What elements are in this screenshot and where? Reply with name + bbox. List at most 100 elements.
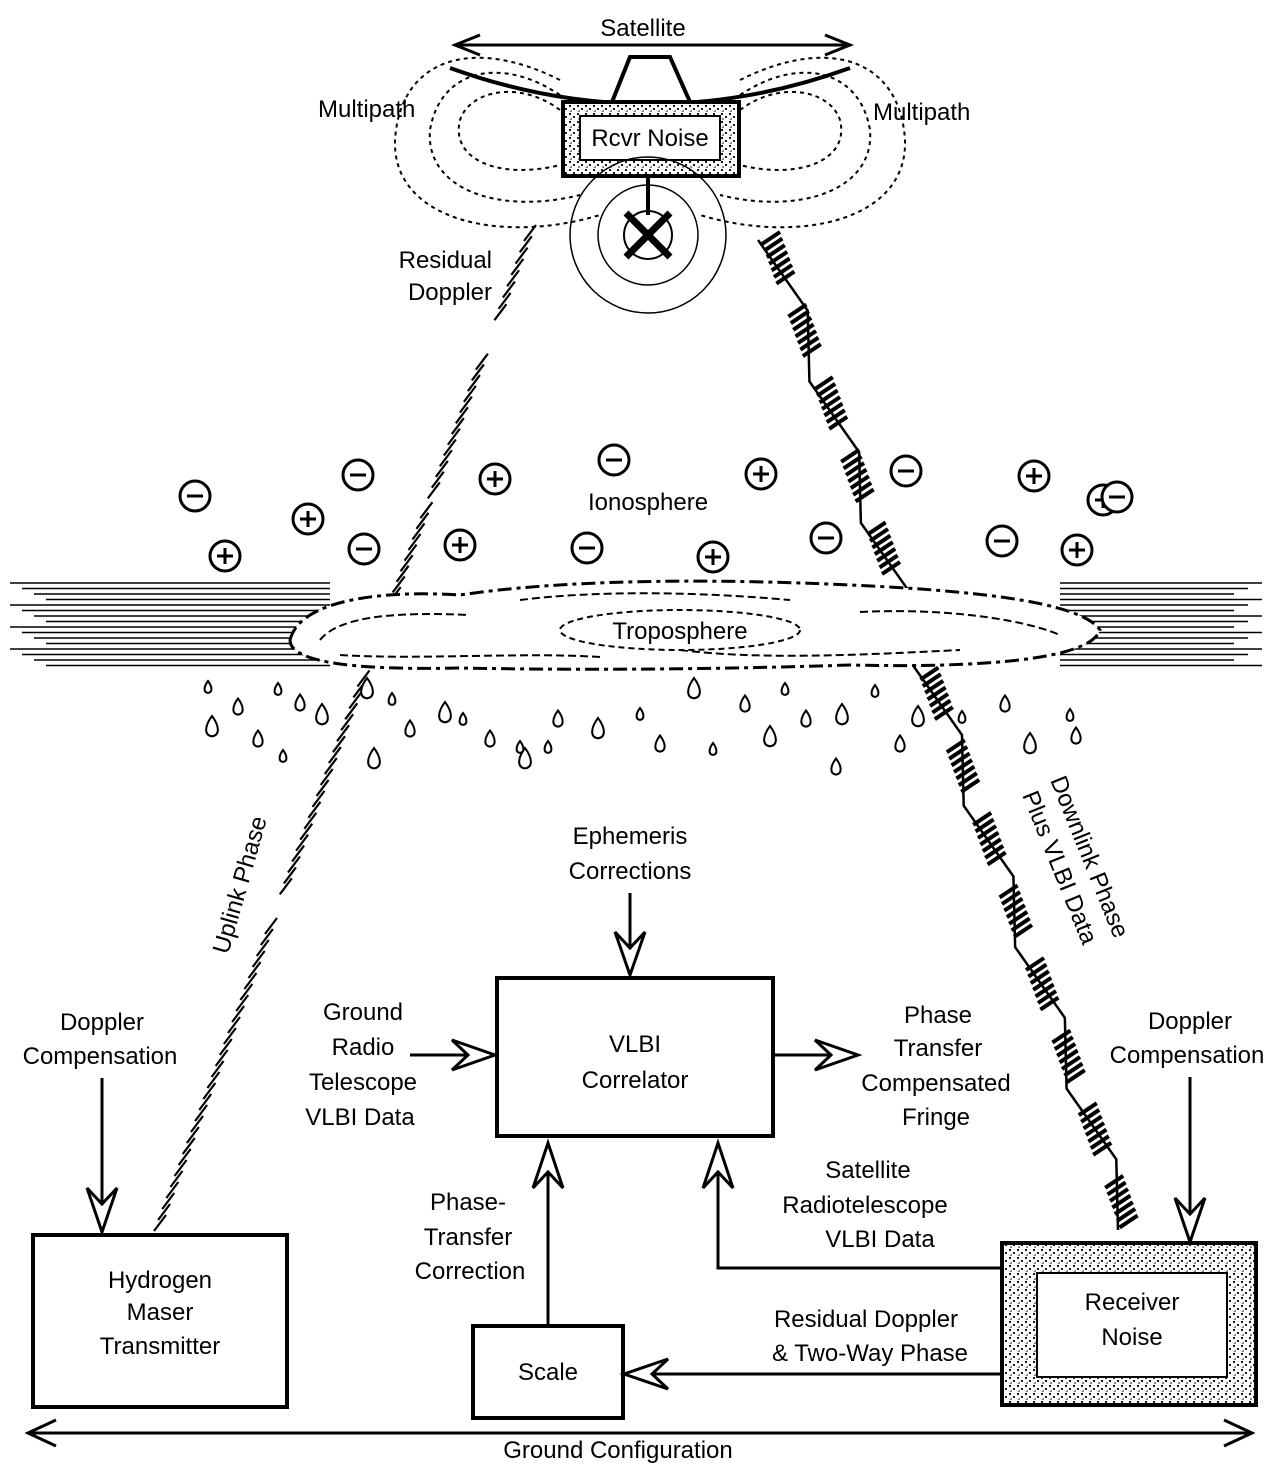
negative-ion-icon — [809, 521, 843, 555]
uplink-hatch — [247, 961, 262, 979]
downlink-hatch — [772, 263, 794, 279]
positive-ion-icon — [478, 462, 512, 496]
uplink-hatch — [411, 522, 426, 541]
downlink-hatch — [1058, 1048, 1079, 1065]
downlink-hatch — [799, 335, 820, 352]
hydrogen-maser-box — [31, 1233, 289, 1409]
phase-transfer-out-line-1: Phase — [904, 1002, 972, 1029]
downlink-hatch — [823, 401, 844, 418]
negative-ion-icon — [570, 531, 604, 565]
downlink-hatch — [972, 811, 993, 827]
ground-config-label: Ground Configuration — [503, 1437, 732, 1464]
downlink-hatch — [787, 302, 808, 319]
troposphere-texture — [319, 592, 1061, 658]
downlink-hatch — [986, 850, 1007, 867]
downlink-hatch — [770, 256, 791, 273]
uplink-hatch — [497, 292, 512, 310]
downlink-hatch — [1056, 1042, 1077, 1058]
ground-radio-line-2: Radio — [332, 1034, 395, 1061]
uplink-hatch — [173, 1159, 188, 1177]
downlink-hatch — [998, 883, 1019, 900]
satellite-label: Satellite — [600, 15, 685, 42]
raindrop-icon — [484, 728, 496, 748]
negative-ion-icon — [1100, 480, 1134, 514]
downlink-hatch — [813, 375, 834, 391]
uplink-hatch — [299, 823, 314, 841]
downlink-hatch — [952, 758, 974, 774]
raindrop-icon — [591, 716, 605, 740]
downlink-hatch — [878, 553, 899, 570]
residual-two-way-line-2: & Two-Way Phase — [772, 1340, 968, 1367]
ephemeris-line-2: Corrections — [569, 858, 692, 885]
uplink-hatch — [214, 1049, 229, 1067]
downlink-hatch — [1108, 1187, 1130, 1203]
raindrop-icon — [957, 709, 967, 724]
downlink-hatch — [801, 342, 822, 358]
multipath-left-outer — [393, 56, 601, 229]
doppler-comp-left-line-2: Compensation — [23, 1043, 178, 1070]
uplink-hatch — [415, 512, 430, 530]
downlink-hatch — [854, 487, 875, 504]
raindrop-icon — [1023, 731, 1037, 755]
downlink-hatch — [842, 454, 863, 471]
raindrop-icon — [278, 748, 288, 763]
downlink-hatch — [1060, 1055, 1082, 1071]
downlink-hatch — [1008, 910, 1029, 926]
uplink-hatch — [161, 1192, 176, 1210]
downlink-hatch — [1087, 1127, 1108, 1144]
satellite-body-circle — [623, 210, 673, 260]
uplink-hatch — [231, 1005, 245, 1023]
uplink-hatch — [506, 269, 520, 287]
downlink-hatch — [924, 679, 945, 695]
uplink-hatch — [319, 768, 334, 786]
uplink-hatch — [344, 702, 359, 720]
downlink-hatch — [760, 230, 782, 246]
raindrop-icon — [404, 718, 416, 738]
uplink-hatch — [430, 471, 445, 489]
uplink-hatch — [391, 575, 406, 594]
uplink-hatch — [283, 866, 297, 885]
raindrop-icon — [205, 714, 219, 738]
positive-ion-icon — [291, 502, 325, 536]
vlbi-correlator-line-2: Correlator — [582, 1067, 689, 1094]
uplink-hatch — [332, 735, 346, 753]
downlink-hatch — [880, 560, 902, 576]
receiver-noise-line-2: Noise — [1101, 1324, 1162, 1351]
uplink-hatch — [419, 501, 434, 519]
doppler-comp-left-line-1: Doppler — [60, 1009, 144, 1036]
downlink-hatch — [1036, 989, 1058, 1005]
uplink-hatch — [523, 224, 537, 242]
multipath-loops — [393, 56, 907, 229]
downlink-hatch — [873, 540, 894, 556]
raindrop-icon — [687, 676, 701, 700]
raindrop-icon — [999, 693, 1011, 713]
downlink-hatch — [828, 415, 849, 431]
residual-two-way-arrowhead — [619, 1357, 670, 1391]
positive-ion-icon — [696, 540, 730, 574]
raindrop-icon — [294, 692, 306, 712]
uplink-hatch — [190, 1115, 204, 1133]
uplink-hatch — [395, 565, 410, 583]
downlink-hatch — [849, 474, 870, 490]
troposphere-label: Troposphere — [612, 618, 747, 645]
uplink-hatch — [426, 481, 441, 500]
doppler-comp-right-line-2: Compensation — [1110, 1042, 1265, 1069]
satellite-vlbi-path — [716, 1158, 1002, 1270]
downlink-hatch — [1111, 1193, 1132, 1210]
phase-transfer-out-line-2: Transfer — [894, 1035, 982, 1062]
raindrop-icon — [367, 746, 381, 770]
downlink-hatch — [1027, 962, 1048, 979]
ground-config-arrowhead-right — [1223, 1418, 1256, 1448]
hydrogen-maser-line-1: Hydrogen — [108, 1267, 212, 1294]
uplink-hatch — [278, 877, 293, 896]
uplink-hatch — [255, 939, 270, 957]
satellite-feed — [609, 55, 694, 104]
satellite-radio-line-3: VLBI Data — [825, 1226, 935, 1253]
uplink-hatch — [446, 428, 461, 446]
uplink-hatch — [243, 972, 258, 990]
downlink-hatch — [933, 705, 954, 721]
uplink-hatch — [340, 713, 355, 731]
uplink-hatch — [194, 1104, 208, 1122]
uplink-hatch — [462, 385, 477, 403]
residual-doppler-line-2: Doppler — [408, 279, 492, 306]
